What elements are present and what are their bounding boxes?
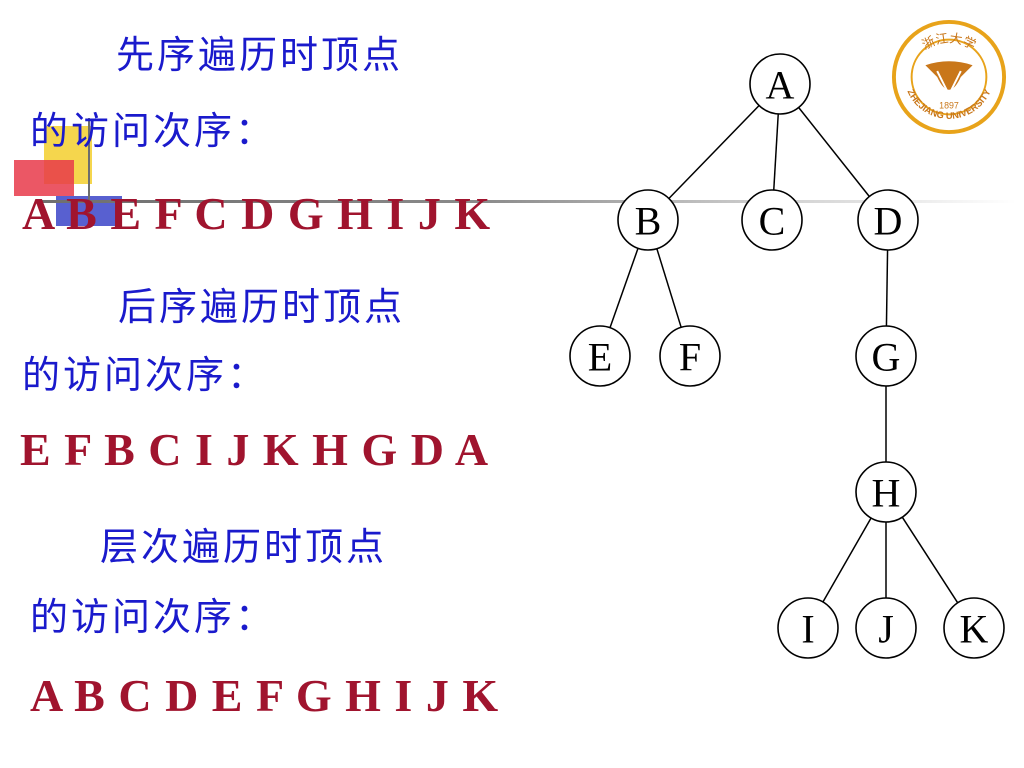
tree-node-circle <box>855 461 917 523</box>
tree-node-G: G <box>855 325 917 387</box>
tree-node-circle <box>855 325 917 387</box>
tree-node-label: I <box>801 607 814 652</box>
tree-node-label: G <box>872 335 901 380</box>
tree-edge-A-B <box>668 105 760 199</box>
tree-node-circle <box>741 189 803 251</box>
tree-edge-H-I <box>822 517 872 603</box>
tree-node-label: A <box>766 63 795 108</box>
preorder-label-line1: 先序遍历时顶点 <box>116 33 404 77</box>
tree-node-C: C <box>741 189 803 251</box>
decor-horizontal-rule <box>36 200 1016 203</box>
tree-node-label: H <box>872 471 901 516</box>
tree-edge-B-E <box>609 248 639 328</box>
tree-node-circle <box>749 53 811 115</box>
tree-node-circle <box>569 325 631 387</box>
postorder-label-line2: 的访问次序： <box>22 353 269 397</box>
tree-node-D: D <box>857 189 919 251</box>
tree-node-circle <box>617 189 679 251</box>
tree-node-label: B <box>635 199 662 244</box>
tree-node-circle <box>855 597 917 659</box>
postorder-sequence: E F B C I J K H G D A <box>20 424 490 475</box>
tree-node-K: K <box>943 597 1005 659</box>
tree-node-A: A <box>749 53 811 115</box>
tree-node-B: B <box>617 189 679 251</box>
logo-year-text: 1897 <box>939 100 959 110</box>
tree-node-label: C <box>759 199 786 244</box>
tree-node-label: J <box>878 607 894 652</box>
university-logo: 1897 ZHEJIANG UNIVERSITY 浙江大学 <box>891 19 1007 135</box>
tree-node-label: D <box>874 199 903 244</box>
levelorder-sequence: A B C D E F G H I J K <box>30 670 500 721</box>
levelorder-label-line2: 的访问次序： <box>30 595 277 639</box>
tree-edges <box>609 105 959 604</box>
tree-node-label: F <box>679 335 701 380</box>
decor-vertical-rule <box>88 118 90 228</box>
tree-edge-B-F <box>656 248 682 328</box>
tree-node-circle <box>857 189 919 251</box>
tree-node-label: K <box>960 607 989 652</box>
tree-nodes: A B C D E F G H I J K <box>569 53 1005 659</box>
tree-node-circle <box>659 325 721 387</box>
tree-node-H: H <box>855 461 917 523</box>
tree-node-J: J <box>855 597 917 659</box>
tree-edge-D-G <box>885 249 889 327</box>
preorder-sequence: A B E F C D G H I J K <box>22 188 492 239</box>
postorder-label-line1: 后序遍历时顶点 <box>118 285 406 329</box>
preorder-label-line2: 的访问次序： <box>30 109 277 153</box>
tree-edge-A-C <box>773 113 779 191</box>
tree-node-label: E <box>588 335 612 380</box>
tree-node-I: I <box>777 597 839 659</box>
tree-node-circle <box>943 597 1005 659</box>
tree-node-circle <box>777 597 839 659</box>
levelorder-label-line1: 层次遍历时顶点 <box>100 525 388 569</box>
tree-edge-A-D <box>798 107 870 197</box>
decor-red-square <box>14 160 74 196</box>
tree-node-F: F <box>659 325 721 387</box>
tree-node-E: E <box>569 325 631 387</box>
tree-edge-H-K <box>901 516 959 604</box>
